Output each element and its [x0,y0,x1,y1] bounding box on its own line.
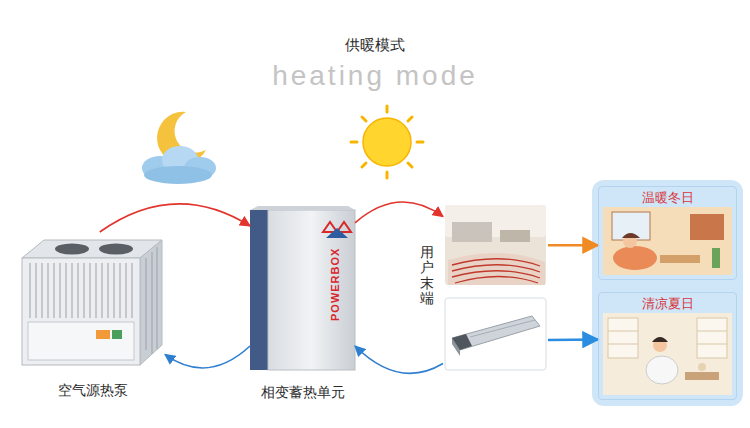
flow-connector [355,202,443,223]
heat-pump: 空气源热泵 [20,232,165,368]
heat-pump-picture [22,240,162,365]
flow-connector [100,204,250,232]
flow-connector [355,346,443,373]
sun-icon [351,106,423,178]
brand-text: POWERBOX [329,251,341,321]
node-label: 用户末端 [420,245,434,307]
flow-connector [165,346,250,368]
node-label: 空气源热泵 [58,382,128,400]
diagram-title: 供暖模式 [0,36,750,55]
floor-heating-photo [445,205,546,285]
scene-box: 温暖冬日 [598,186,737,280]
node-label: 温暖冬日 [636,189,700,207]
summer-scene [603,313,732,395]
storage-unit-picture [250,206,355,370]
flow-connector [548,244,598,247]
winter-scene [603,207,732,275]
node-label: 相变蓄热单元 [261,384,345,402]
moon-icon [142,112,216,184]
scene-panel [592,180,743,406]
flow-connector [548,338,598,341]
node-label: 清凉夏日 [636,295,700,313]
fan-coil-photo [445,298,546,370]
mode-subtitle: heating mode [0,60,750,92]
scene-box: 清凉夏日 [598,292,737,400]
user-terminal: 用户末端 [443,203,548,372]
